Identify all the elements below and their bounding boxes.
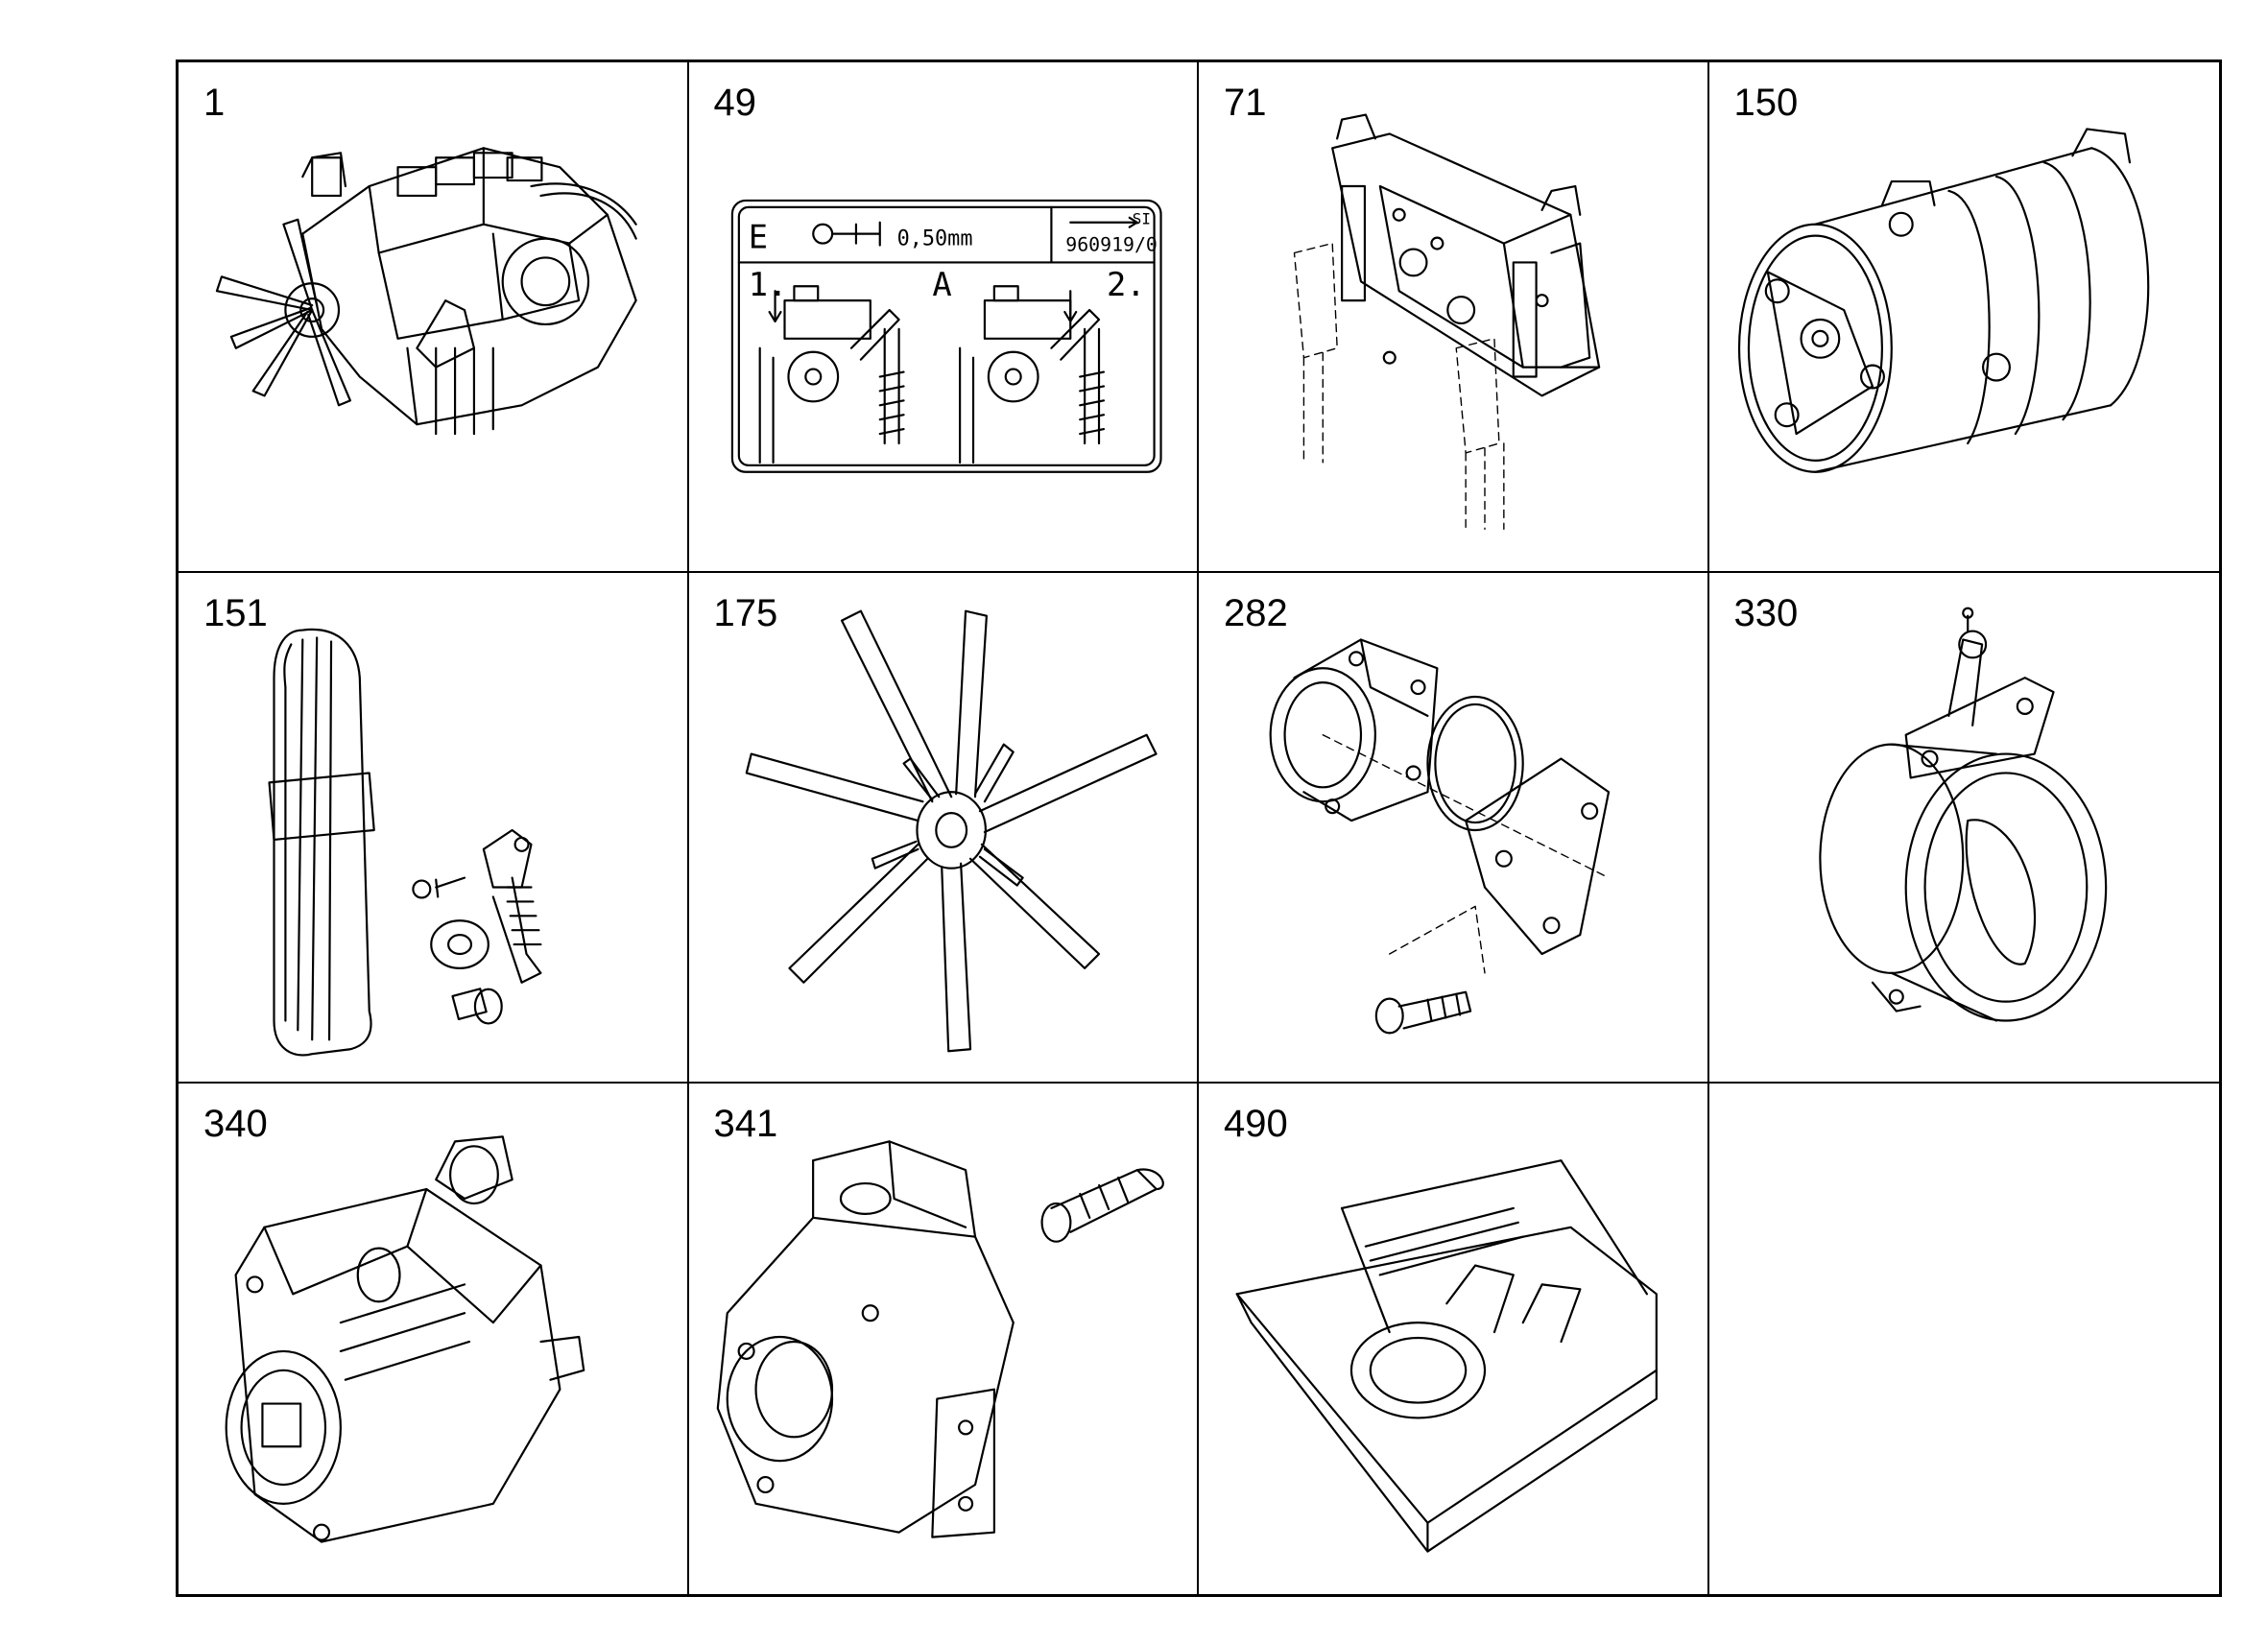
empty-cell xyxy=(1709,1084,2220,1594)
power-steering-pump-icon xyxy=(179,1084,687,1594)
control-unit-icon xyxy=(1199,62,1707,571)
part-number: 490 xyxy=(1224,1103,1288,1145)
part-cell-49[interactable]: 49 xyxy=(688,62,1199,573)
fan-icon xyxy=(689,573,1198,1082)
part-cell-151[interactable]: 151 xyxy=(179,573,689,1084)
part-number: 330 xyxy=(1733,592,1799,634)
flange-gasket-icon xyxy=(1199,573,1707,1082)
part-number: 1 xyxy=(203,82,226,124)
part-cell-71[interactable]: 71 xyxy=(1199,62,1709,573)
part-number: 340 xyxy=(203,1103,268,1145)
part-cell-282[interactable]: 282 xyxy=(1199,573,1709,1084)
valve-clearance-label-icon: E 0,50mm SI 960919/0 1. A 2. xyxy=(689,62,1198,571)
label-ref-text: SI xyxy=(1132,210,1150,228)
part-number: 49 xyxy=(713,82,757,124)
part-number: 150 xyxy=(1733,82,1799,124)
belt-tensioner-icon xyxy=(179,573,687,1082)
label-step2-text: 2. xyxy=(1106,266,1145,303)
label-code-text: 960919/0 xyxy=(1065,234,1158,256)
label-step1-text: 1. xyxy=(748,266,787,303)
compressor-icon xyxy=(1709,62,2220,571)
part-number: 175 xyxy=(713,592,778,634)
parts-grid: 1 xyxy=(176,60,2222,1597)
label-e-text: E xyxy=(748,219,767,256)
part-cell-340[interactable]: 340 xyxy=(179,1084,689,1594)
part-cell-1[interactable]: 1 xyxy=(179,62,689,573)
original-parts-box-icon xyxy=(1199,1084,1707,1594)
part-number: 341 xyxy=(713,1103,778,1145)
part-number: 282 xyxy=(1224,592,1288,634)
part-number: 151 xyxy=(203,592,268,634)
throttle-valve-icon xyxy=(1709,573,2220,1082)
label-a-text: A xyxy=(932,266,951,303)
part-cell-175[interactable]: 175 xyxy=(688,573,1199,1084)
hydraulic-pump-icon xyxy=(689,1084,1198,1594)
part-number: 71 xyxy=(1224,82,1267,124)
label-gap-text: 0,50mm xyxy=(896,227,972,251)
part-cell-150[interactable]: 150 xyxy=(1708,62,2220,573)
part-cell-341[interactable]: 341 xyxy=(689,1084,1199,1594)
part-cell-490[interactable]: 490 xyxy=(1199,1084,1709,1594)
engine-icon xyxy=(179,62,687,571)
part-cell-330[interactable]: 330 xyxy=(1708,573,2220,1084)
